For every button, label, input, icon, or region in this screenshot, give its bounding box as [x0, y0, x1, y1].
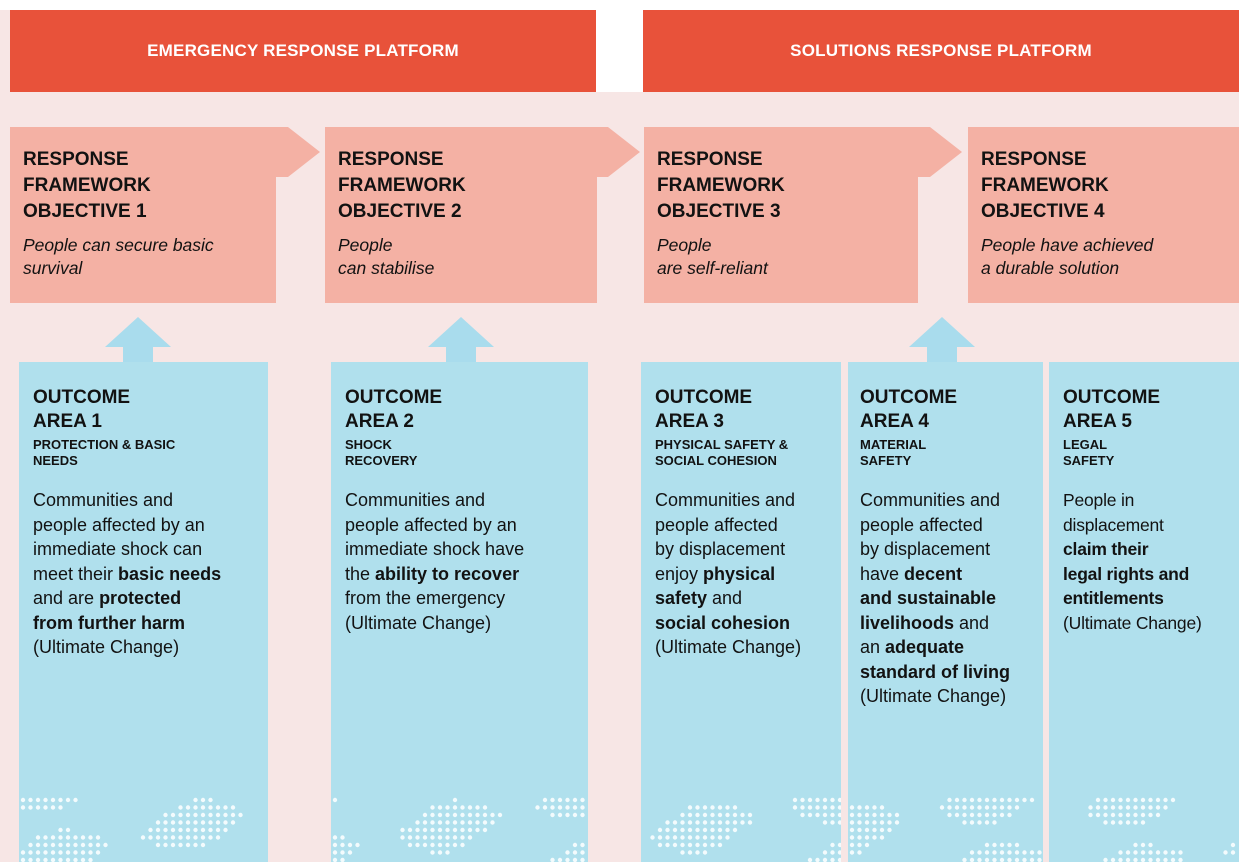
- outcome-area-4-title: OUTCOME AREA 4: [860, 387, 958, 432]
- solutions-platform-header: SOLUTIONS RESPONSE PLATFORM: [643, 10, 1239, 92]
- objective-1-description: People can secure basic survival: [23, 235, 214, 278]
- outcome-area-1-box: OUTCOME AREA 1 PROTECTION & BASIC NEEDS …: [19, 362, 268, 862]
- world-map-dots: [650, 797, 841, 862]
- world-map-dots: [849, 797, 1042, 862]
- objective-2-description: People can stabilise: [338, 235, 435, 278]
- objective-2-title: RESPONSE FRAMEWORK OBJECTIVE 2: [338, 149, 466, 222]
- objective-3-description: People are self-reliant: [657, 235, 768, 278]
- world-map-dots: [332, 797, 585, 862]
- outcome-area-3-description: Communities and people affected by displ…: [655, 490, 802, 657]
- outcome-area-2-subtitle: SHOCK RECOVERY: [345, 437, 418, 468]
- outcome-area-3-box: OUTCOME AREA 3 PHYSICAL SAFETY & SOCIAL …: [641, 362, 841, 862]
- outcome-area-3-title: OUTCOME AREA 3: [655, 387, 753, 432]
- outcome-area-5-subtitle: LEGAL SAFETY: [1063, 437, 1115, 468]
- outcome-area-1-description: Communities and people affected by an im…: [33, 490, 222, 657]
- outcome-area-2-description: Communities and people affected by an im…: [345, 490, 525, 633]
- emergency-platform-header: EMERGENCY RESPONSE PLATFORM: [10, 10, 596, 92]
- arrow-up-icon: [909, 317, 975, 363]
- world-map-dots: [1088, 797, 1236, 862]
- arrow-right-icon: [912, 127, 962, 177]
- objective-4-title: RESPONSE FRAMEWORK OBJECTIVE 4: [981, 149, 1109, 222]
- outcome-area-4-subtitle: MATERIAL SAFETY: [860, 437, 927, 468]
- outcome-area-5-title: OUTCOME AREA 5: [1063, 387, 1161, 432]
- objective-4-box: RESPONSE FRAMEWORK OBJECTIVE 4 People ha…: [968, 127, 1239, 303]
- objective-3-box: RESPONSE FRAMEWORK OBJECTIVE 3 People ar…: [644, 127, 918, 303]
- outcome-area-5-box: OUTCOME AREA 5 LEGAL SAFETY People in di…: [1049, 362, 1239, 862]
- outcome-area-4-description: Communities and people affected by displ…: [860, 490, 1011, 706]
- objective-3-title: RESPONSE FRAMEWORK OBJECTIVE 3: [657, 149, 785, 222]
- arrow-right-icon: [270, 127, 320, 177]
- arrow-up-icon: [428, 317, 494, 363]
- outcome-area-3-subtitle: PHYSICAL SAFETY & SOCIAL COHESION: [655, 437, 789, 468]
- objective-2-box: RESPONSE FRAMEWORK OBJECTIVE 2 People ca…: [325, 127, 597, 303]
- outcome-area-4-box: OUTCOME AREA 4 MATERIAL SAFETY Communiti…: [848, 362, 1043, 862]
- outcome-area-2-title: OUTCOME AREA 2: [345, 387, 443, 432]
- separator-middle: [596, 0, 643, 92]
- outcome-area-1-title: OUTCOME AREA 1: [33, 387, 131, 432]
- arrow-right-icon: [590, 127, 640, 177]
- outcome-area-1-subtitle: PROTECTION & BASIC NEEDS: [33, 437, 176, 468]
- outcome-area-2-box: OUTCOME AREA 2 SHOCK RECOVERY Communitie…: [331, 362, 588, 862]
- world-map-dots: [20, 797, 243, 862]
- emergency-platform-label: EMERGENCY RESPONSE PLATFORM: [147, 41, 459, 60]
- objective-1-title: RESPONSE FRAMEWORK OBJECTIVE 1: [23, 149, 151, 222]
- objective-1-box: RESPONSE FRAMEWORK OBJECTIVE 1 People ca…: [10, 127, 276, 303]
- outcome-area-5-description: People in displacement claim their legal…: [1063, 490, 1202, 633]
- objective-4-description: People have achieved a durable solution: [981, 235, 1154, 278]
- solutions-platform-label: SOLUTIONS RESPONSE PLATFORM: [790, 41, 1092, 60]
- arrow-up-icon: [105, 317, 171, 363]
